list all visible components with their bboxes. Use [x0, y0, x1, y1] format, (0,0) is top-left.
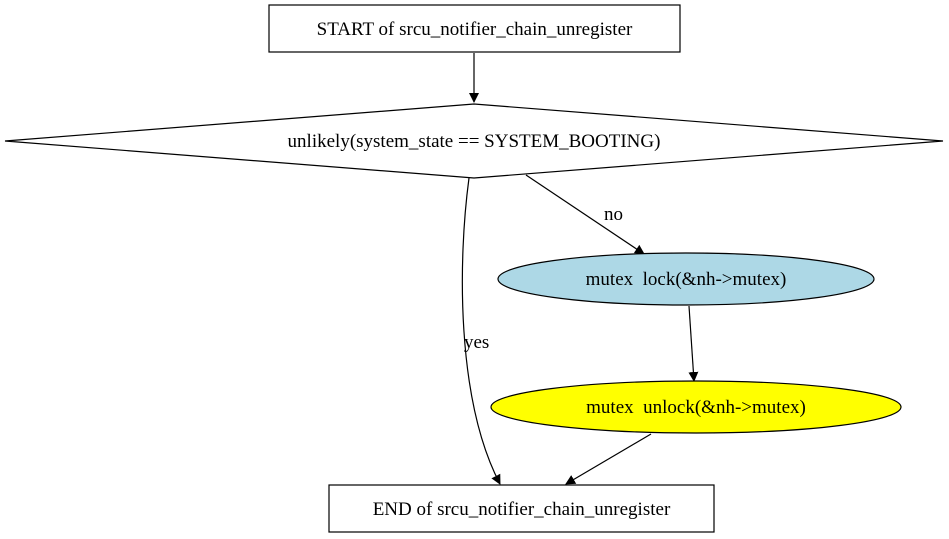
edge-condition-yes-to-end	[461, 177, 501, 485]
mutex-lock-node: mutex lock(&nh->mutex)	[497, 252, 875, 306]
start-node: START of srcu_notifier_chain_unregister	[268, 4, 681, 53]
condition-node: unlikely(system_state == SYSTEM_BOOTING)	[4, 103, 944, 179]
end-node-label: END of srcu_notifier_chain_unregister	[373, 499, 671, 520]
edge-condition-no-to-lock	[525, 174, 645, 255]
edge-unlock-to-end	[565, 433, 652, 485]
start-node-label: START of srcu_notifier_chain_unregister	[317, 19, 633, 40]
edge-label-yes: yes	[464, 332, 489, 353]
edge-lock-to-unlock	[688, 305, 699, 382]
edge-label-no: no	[604, 204, 623, 225]
end-node: END of srcu_notifier_chain_unregister	[328, 484, 715, 533]
mutex-unlock-node: mutex unlock(&nh->mutex)	[490, 380, 902, 434]
condition-node-label: unlikely(system_state == SYSTEM_BOOTING)	[288, 131, 661, 152]
mutex-unlock-label: mutex unlock(&nh->mutex)	[586, 397, 806, 418]
mutex-lock-label: mutex lock(&nh->mutex)	[586, 269, 787, 290]
